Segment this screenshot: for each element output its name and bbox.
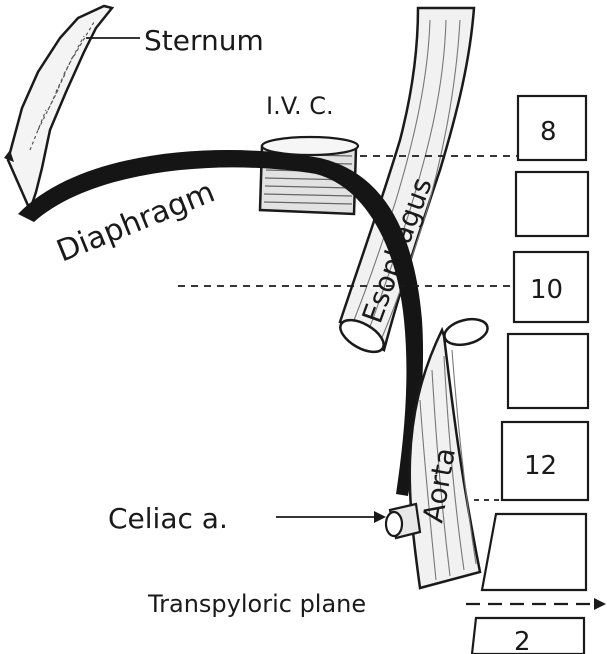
vertebra-9 bbox=[516, 172, 588, 236]
vertebra-10-label: 10 bbox=[530, 275, 563, 305]
vertebra-11 bbox=[508, 334, 588, 408]
celiac-artery bbox=[386, 504, 420, 538]
vertebra-8-label: 8 bbox=[540, 117, 557, 147]
vertebra-L1 bbox=[482, 514, 586, 590]
sternum-label: Sternum bbox=[144, 24, 264, 57]
vertebra-L2-label: 2 bbox=[514, 627, 531, 654]
transpyloric-arrowhead bbox=[594, 598, 606, 610]
vertebral-column: 8 10 12 2 bbox=[472, 96, 588, 654]
celiac-label: Celiac a. bbox=[108, 502, 228, 535]
transpyloric-label: Transpyloric plane bbox=[147, 590, 366, 618]
ivc-label: I.V. C. bbox=[266, 92, 334, 120]
vertebra-12-label: 12 bbox=[524, 451, 557, 481]
